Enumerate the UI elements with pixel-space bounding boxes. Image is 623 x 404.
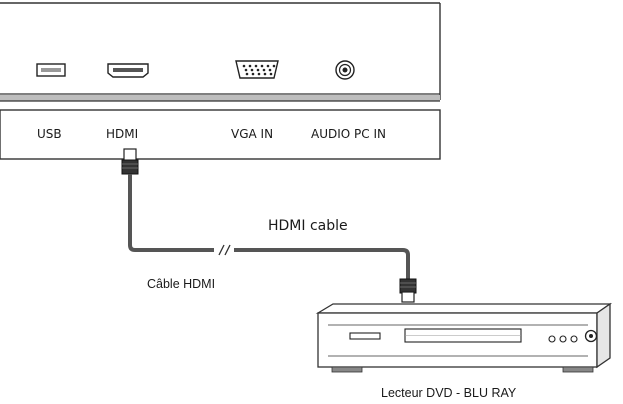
cable-label-en: HDMI cable: [268, 218, 348, 234]
vga-port-icon: [235, 60, 279, 79]
dvd-player-icon: [315, 302, 613, 373]
hdmi-port-icon: [107, 63, 149, 78]
usb-port-icon: [36, 63, 66, 77]
audio-label: AUDIO PC IN: [311, 127, 386, 141]
rear-panel-top: [0, 2, 441, 102]
usb-label: USB: [37, 127, 62, 141]
port-label-strip: [0, 109, 441, 160]
cable-break-icon: [218, 244, 231, 256]
hdmi-plug-icon: [399, 278, 417, 303]
hdmi-cable-line: [128, 174, 410, 279]
cable-label-fr: Câble HDMI: [147, 277, 216, 291]
vga-label: VGA IN: [231, 127, 274, 141]
audio-jack-icon: [335, 60, 355, 80]
hdmi-plug-icon: [121, 148, 139, 175]
hdmi-label: HDMI: [106, 127, 139, 141]
device-label: Lecteur DVD - BLU RAY: [381, 386, 517, 400]
